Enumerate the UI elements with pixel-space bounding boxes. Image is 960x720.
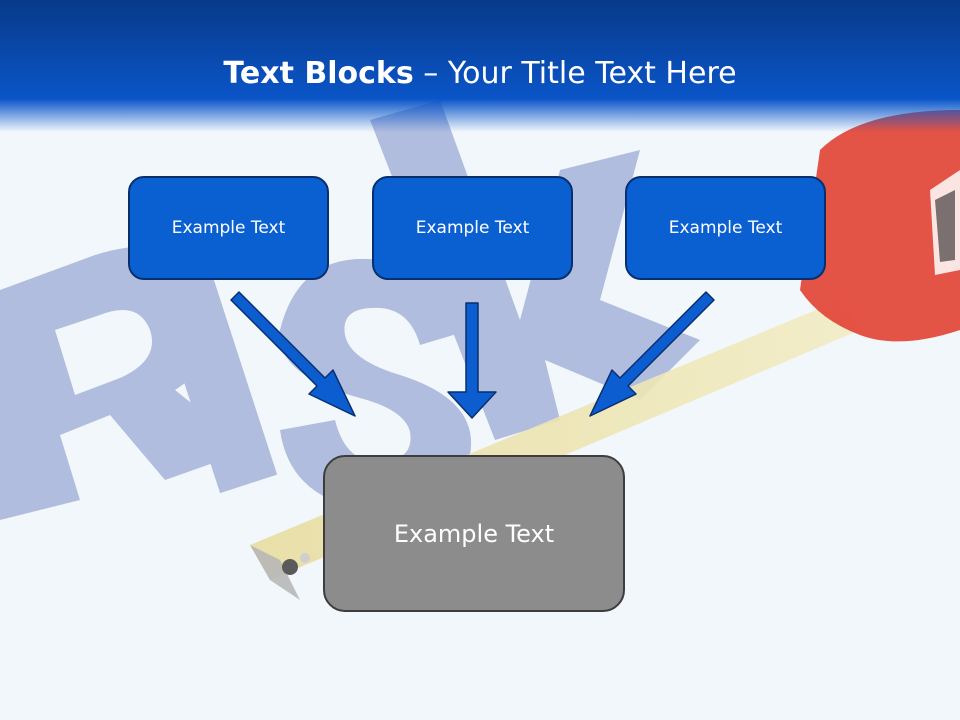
arrow-left bbox=[230, 291, 356, 417]
text-box-right[interactable]: Example Text bbox=[625, 176, 826, 280]
title-rest: Your Title Text Here bbox=[447, 56, 737, 91]
text-box-middle-label: Example Text bbox=[415, 218, 530, 238]
text-box-left[interactable]: Example Text bbox=[128, 176, 329, 280]
text-box-left-label: Example Text bbox=[171, 218, 286, 238]
text-box-bottom-label: Example Text bbox=[393, 519, 555, 548]
arrow-right bbox=[589, 291, 715, 417]
title-bold: Text Blocks bbox=[223, 56, 414, 91]
arrow-middle bbox=[447, 302, 497, 419]
title-dash: – bbox=[413, 56, 448, 91]
text-box-right-label: Example Text bbox=[668, 218, 783, 238]
text-box-middle[interactable]: Example Text bbox=[372, 176, 573, 280]
slide-title: Text Blocks – Your Title Text Here bbox=[0, 52, 960, 96]
text-box-bottom[interactable]: Example Text bbox=[323, 455, 625, 612]
